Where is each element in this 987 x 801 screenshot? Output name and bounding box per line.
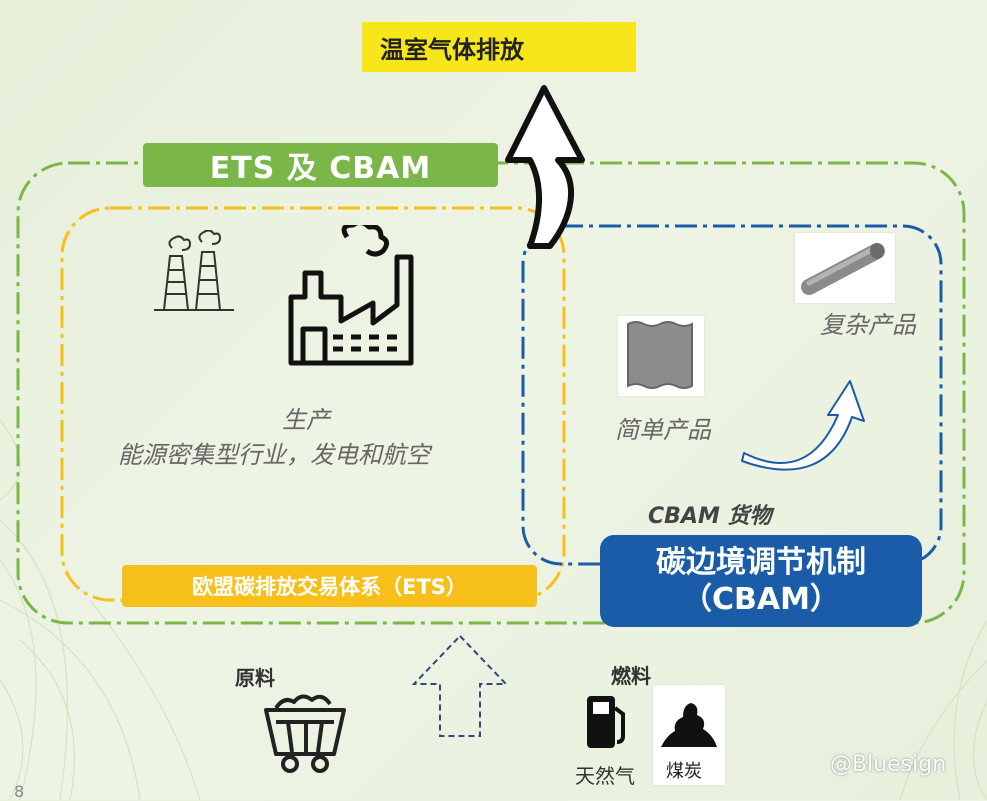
curved-arrow-icon <box>741 380 865 471</box>
production-title: 生产 <box>282 406 330 434</box>
cbam-box-subtitle: （CBAM） <box>682 582 840 617</box>
up-arrow-icon <box>411 634 509 737</box>
page-number: 8 <box>14 782 25 801</box>
cbam-box-title: 碳边境调节机制 <box>656 544 866 580</box>
raw-material-label: 原料 <box>235 666 275 690</box>
steel-pipe-icon <box>795 233 895 303</box>
mine-cart-icon <box>264 694 346 773</box>
ets-banner: 欧盟碳排放交易体系（ETS） <box>122 565 537 607</box>
complex-product-label: 复杂产品 <box>820 311 916 339</box>
cbam-goods-label: CBAM 货物 <box>648 504 772 529</box>
coal-pile-icon: 煤炭 <box>653 685 725 785</box>
steel-sheet-icon <box>618 316 704 396</box>
natural-gas-label: 天然气 <box>575 764 635 788</box>
chimneys-icon <box>154 230 234 311</box>
cbam-box: 碳边境调节机制 （CBAM） <box>600 535 922 627</box>
production-description: 能源密集型行业，发电和航空 <box>118 441 430 469</box>
fuel-label: 燃料 <box>611 664 651 688</box>
fuel-pump-icon <box>587 696 625 748</box>
ghg-emissions-label: 温室气体排放 <box>362 22 636 72</box>
curved-arrow-icon <box>505 85 585 249</box>
ets-cbam-banner: ETS 及 CBAM <box>143 143 498 187</box>
watermark: @Bluesign <box>830 752 947 777</box>
factory-icon <box>288 225 414 366</box>
coal-label: 煤炭 <box>666 761 702 782</box>
simple-product-label: 简单产品 <box>615 416 711 444</box>
